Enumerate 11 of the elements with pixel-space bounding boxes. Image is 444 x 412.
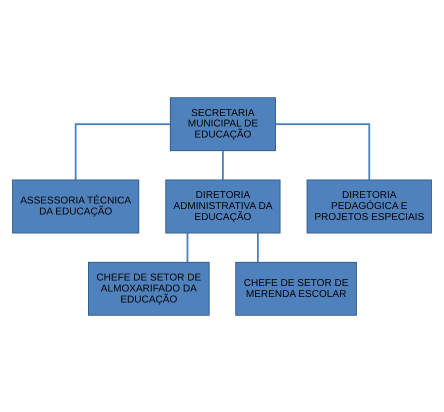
node-box: CHEFE DE SETOR DE MERENDA ESCOLAR	[235, 261, 357, 316]
connector	[256, 232, 259, 262]
node-box: DIRETORIA ADMINISTRATIVA DA EDUCAÇÃO	[165, 179, 281, 233]
connector	[74, 122, 170, 180]
connector	[222, 150, 224, 180]
node-box: ASSESSORIA TÉCNICA DA EDUCAÇÃO	[12, 179, 140, 233]
connector	[186, 232, 188, 262]
node-box: CHEFE DE SETOR DE ALMOXARIFADO DA EDUCAÇÃO	[88, 261, 210, 316]
node-box: DIRETORIA PEDAGÓGICA E PROJETOS ESPECIAIS	[306, 179, 432, 233]
node-box: SECRETARIA MUNICIPAL DE EDUCAÇÃO	[170, 96, 276, 151]
connector	[276, 122, 370, 180]
